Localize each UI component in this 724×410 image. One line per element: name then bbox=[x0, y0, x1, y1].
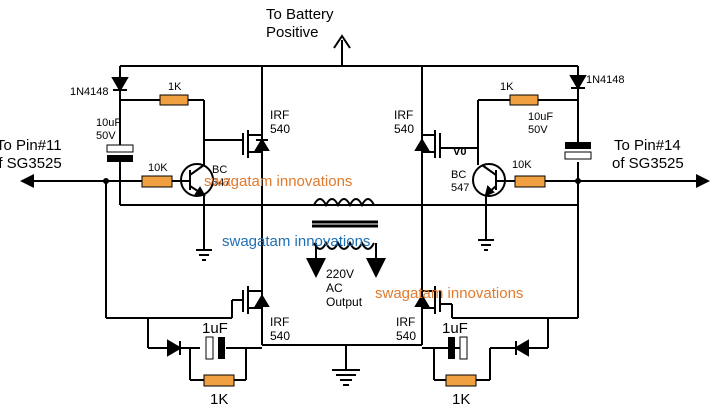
right-pin-label-line1: To Pin#14 bbox=[614, 137, 681, 154]
battery-label-line2: Positive bbox=[266, 24, 319, 41]
output-line3: Output bbox=[326, 295, 363, 309]
watermark-orange-bottom: swagatam innovations bbox=[375, 285, 523, 302]
right-capacitor bbox=[564, 142, 592, 160]
output-line2: AC bbox=[326, 281, 343, 295]
right-pin-arrowhead bbox=[696, 174, 710, 188]
left-pin-label-line2: of SG3525 bbox=[0, 155, 62, 172]
mosfet-tl-line1: IRF bbox=[270, 108, 289, 122]
left-ground bbox=[196, 249, 212, 261]
mosfet-tr-line2: 540 bbox=[394, 122, 414, 136]
ground-center bbox=[332, 345, 360, 386]
mosfet-bl-line1: IRF bbox=[270, 315, 289, 329]
output-line1: 220V bbox=[326, 267, 354, 281]
left-cap-line1: 10uF bbox=[96, 117, 121, 129]
mosfet-tl-line2: 540 bbox=[270, 122, 290, 136]
right-bottom-res-label: 1K bbox=[452, 391, 470, 408]
left-transistor-line1: BC bbox=[212, 164, 227, 176]
right-transistor-line1: BC bbox=[451, 169, 466, 181]
right-transistor-line2: 547 bbox=[451, 182, 469, 194]
left-top-res-label: 1K bbox=[168, 81, 182, 93]
left-capacitor bbox=[106, 144, 134, 162]
right-junction-dot bbox=[575, 178, 581, 184]
mosfet-br-line1: IRF bbox=[396, 315, 415, 329]
left-pin-arrowhead bbox=[20, 174, 34, 188]
watermark-orange-top: swagatam innovations bbox=[204, 173, 352, 190]
right-top-resistor bbox=[509, 94, 539, 106]
right-bottom-diode bbox=[514, 339, 529, 357]
right-top-diode bbox=[569, 75, 587, 90]
left-cap-line2: 50V bbox=[96, 130, 116, 142]
left-base-resistor bbox=[141, 175, 173, 188]
left-pin-label-line1: To Pin#11 bbox=[0, 137, 62, 154]
right-bottom-cap-label: 1uF bbox=[442, 320, 468, 337]
left-bottom-diode bbox=[167, 339, 182, 357]
right-cap-line1: 10uF bbox=[528, 111, 553, 123]
left-base-res-label: 10K bbox=[148, 162, 168, 174]
mosfet-top-left bbox=[232, 130, 270, 158]
left-diode-label: 1N4148 bbox=[70, 86, 109, 98]
right-cap-line2: 50V bbox=[528, 124, 548, 136]
watermark-blue: swagatam innovations bbox=[222, 233, 370, 250]
mosfet-bottom-left bbox=[232, 286, 270, 314]
left-bottom-res-label: 1K bbox=[210, 391, 228, 408]
left-bc547-transistor bbox=[180, 163, 214, 197]
right-diode-label: 1N4148 bbox=[586, 74, 625, 86]
left-bottom-resistor bbox=[203, 374, 235, 387]
right-bc547-transistor bbox=[472, 163, 506, 197]
mosfet-bl-line2: 540 bbox=[270, 329, 290, 343]
mosfet-br-line2: 540 bbox=[396, 329, 416, 343]
battery-rail bbox=[120, 34, 578, 67]
right-top-res-label: 1K bbox=[500, 81, 514, 93]
transformer bbox=[262, 198, 422, 278]
mosfet-tr-line1: IRF bbox=[394, 108, 413, 122]
mosfet-top-right bbox=[414, 130, 452, 158]
left-top-diode bbox=[111, 77, 129, 92]
right-base-resistor bbox=[514, 175, 546, 188]
left-driver-wires bbox=[30, 66, 262, 381]
left-bottom-cap-label: 1uF bbox=[202, 320, 228, 337]
right-bottom-capacitor bbox=[448, 336, 468, 360]
left-junction-dot bbox=[103, 178, 109, 184]
right-bottom-resistor bbox=[445, 374, 477, 387]
battery-label-line1: To Battery bbox=[266, 6, 334, 23]
left-top-resistor bbox=[159, 94, 189, 106]
left-transistor-line2: 547 bbox=[212, 177, 230, 189]
mosfet-bottom-right bbox=[414, 286, 452, 314]
right-pin-label-line2: of SG3525 bbox=[612, 155, 684, 172]
right-base-res-label: 10K bbox=[512, 159, 532, 171]
left-bottom-capacitor bbox=[205, 336, 225, 360]
right-ground bbox=[478, 239, 494, 251]
